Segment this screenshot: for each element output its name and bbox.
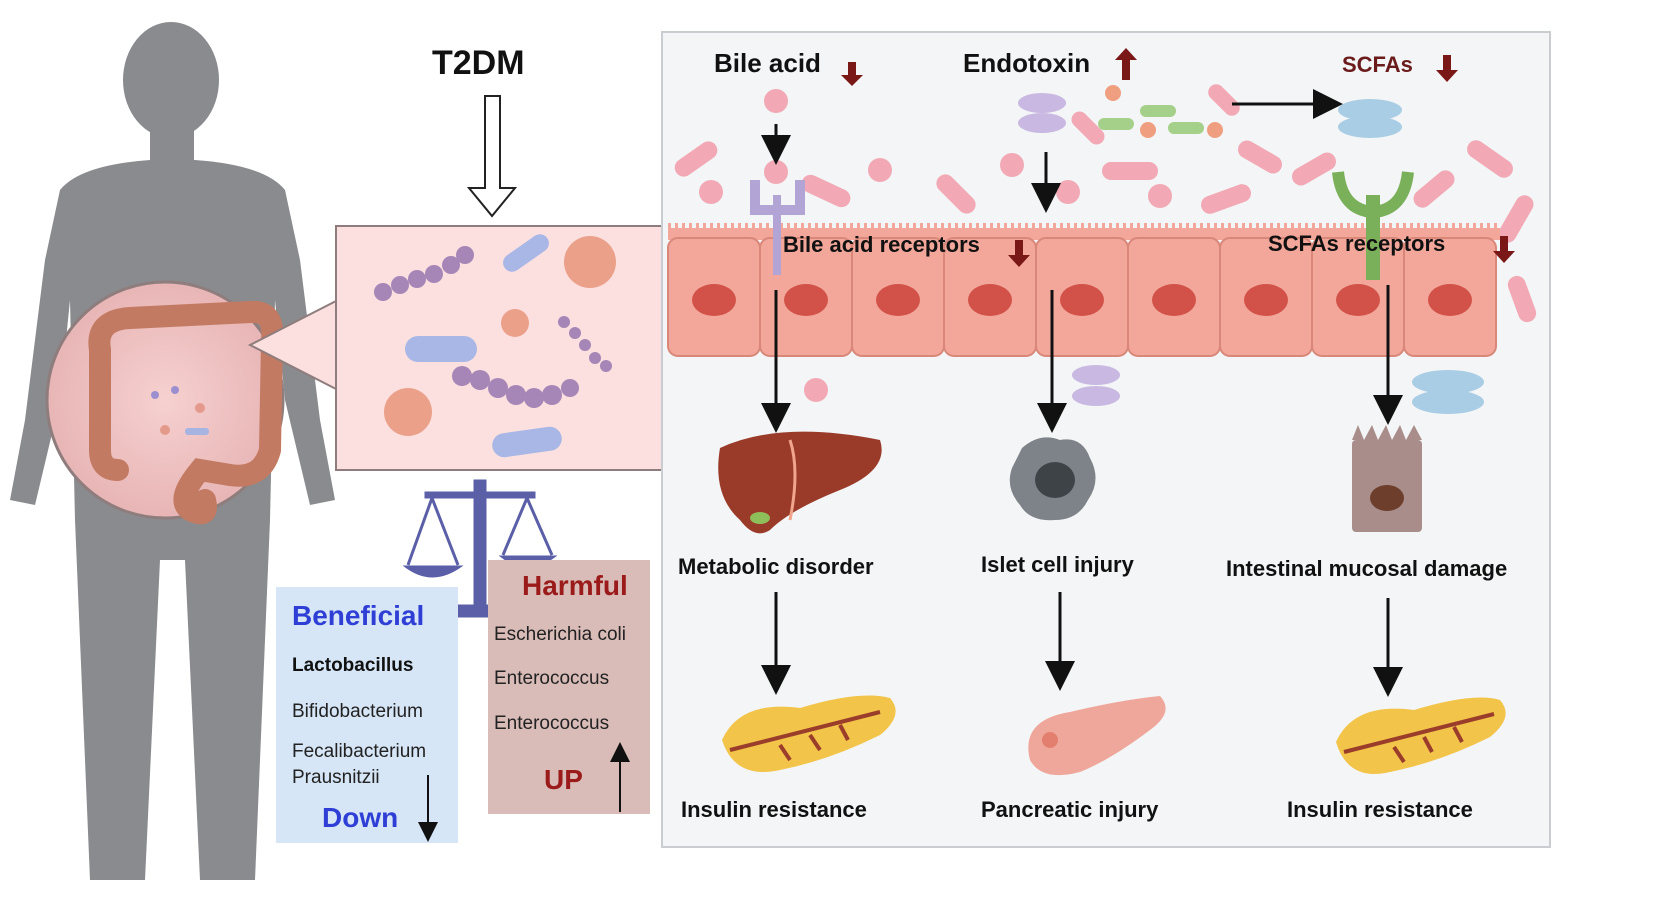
beneficial-heading: Beneficial <box>292 600 425 631</box>
pancreas-insulin-resistance-2 <box>1336 697 1506 774</box>
scfas-receptors-label: SCFAs receptors <box>1268 231 1446 256</box>
harmful-heading: Harmful <box>522 570 628 601</box>
insulin-resistance-label-2: Insulin resistance <box>1287 797 1473 822</box>
beneficial-trend: Down <box>322 802 399 833</box>
bile-acid-receptors-label: Bile acid receptors <box>783 232 980 257</box>
islet-cell-injury-label: Islet cell injury <box>981 552 1134 577</box>
bile-acid-label: Bile acid <box>714 48 821 78</box>
beneficial-item: Prausnitzii <box>292 767 380 788</box>
harmful-box <box>488 560 650 814</box>
pancreas-injured <box>1028 696 1166 776</box>
epithelium <box>667 223 1500 357</box>
harmful-item: Enterococcus <box>494 668 610 689</box>
lumen-bacteria <box>674 84 1537 402</box>
indicator-arrows <box>841 48 1515 267</box>
scfa-particle <box>1338 99 1484 414</box>
gut-magnifier <box>45 280 285 525</box>
t2dm-down-arrow <box>466 95 518 218</box>
flow-arrows <box>761 89 1403 697</box>
beneficial-item: Lactobacillus <box>292 655 414 676</box>
bile-acid-receptor <box>750 180 805 275</box>
metabolic-disorder-label: Metabolic disorder <box>678 554 874 579</box>
bacteria-zoom-box <box>335 225 663 471</box>
beneficial-item: Bifidobacterium <box>292 701 423 722</box>
pancreas-insulin-resistance-1 <box>722 695 896 772</box>
harmful-trend: UP <box>544 764 583 795</box>
t2dm-title: T2DM <box>432 44 525 82</box>
endotoxin-label: Endotoxin <box>963 48 1091 78</box>
liver <box>718 431 882 534</box>
harmful-item: Enterococcus <box>494 713 610 734</box>
beneficial-item: Fecalibacterium <box>292 741 427 762</box>
intestinal-mucosal-damage-label: Intestinal mucosal damage <box>1226 556 1508 581</box>
islet-cell <box>1009 437 1096 521</box>
damaged-mucosal-cell <box>1352 425 1422 532</box>
scfa-receptor <box>1332 171 1414 280</box>
insulin-resistance-label-1: Insulin resistance <box>681 797 867 822</box>
scfas-label: SCFAs <box>1342 52 1413 77</box>
endotoxin-particle <box>1018 93 1120 406</box>
pancreatic-injury-label: Pancreatic injury <box>981 797 1159 822</box>
harmful-item: Escherichia coli <box>494 624 626 645</box>
